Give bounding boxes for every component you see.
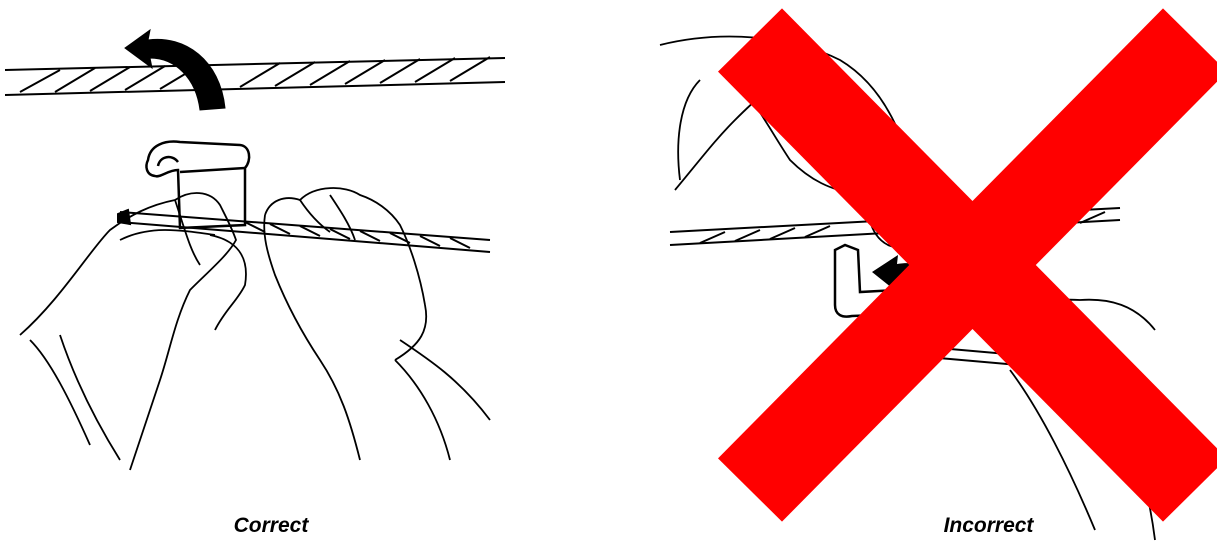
lower-strand-wire [117,208,491,253]
right-hand [263,187,491,461]
incorrect-cross-icon [718,8,1217,522]
correct-panel: Correct [0,0,560,546]
rotation-arrow-icon [124,28,226,111]
lashing-clip [145,140,251,230]
incorrect-panel: Incorrect [640,0,1217,546]
incorrect-caption: Incorrect [943,514,1034,537]
left-hand [19,192,247,471]
correct-caption: Correct [233,514,309,537]
incorrect-illustration [659,8,1217,541]
correct-illustration [4,28,506,471]
upper-strand-wire [4,56,506,96]
